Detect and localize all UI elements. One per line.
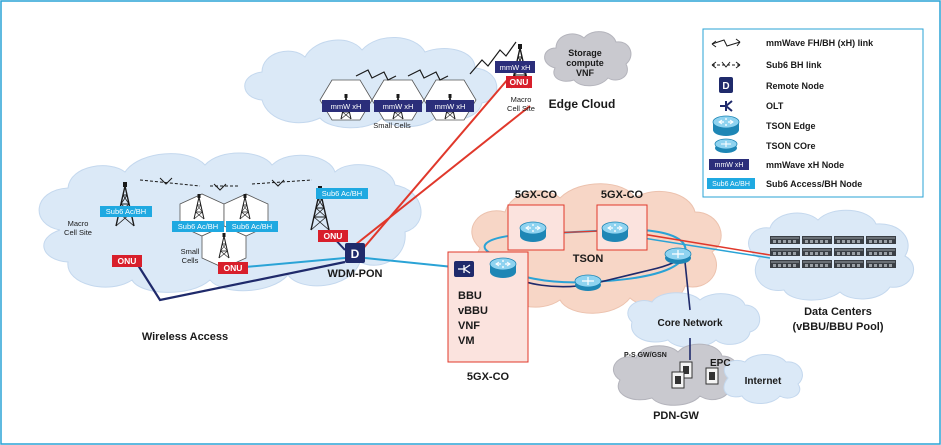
wireless-access-label: Wireless Access xyxy=(142,331,228,343)
edge-cloud-label: Edge Cloud xyxy=(549,97,616,111)
tson-core-router-1 xyxy=(574,274,602,291)
legend-label-mmw-node: mmWave xH Node xyxy=(766,160,844,170)
storage-cloud xyxy=(544,31,632,87)
svg-text:Sub6 Ac/BH: Sub6 Ac/BH xyxy=(322,189,362,198)
mmw-badge-3: mmW xH xyxy=(426,100,474,112)
legend-tson-edge-icon xyxy=(712,115,740,137)
fiber-link-red-to-macro xyxy=(354,78,509,259)
sub6-link-icon xyxy=(711,61,741,69)
svg-text:ONU: ONU xyxy=(510,77,529,87)
mmwave-links-top xyxy=(355,41,517,81)
svg-text:mmW xH: mmW xH xyxy=(331,102,362,111)
mmw-badge-2: mmW xH xyxy=(374,100,422,112)
storage-label-3: VNF xyxy=(576,68,595,78)
sub6-badge-small-1: Sub6 Ac/BH xyxy=(172,221,224,232)
svg-text:Sub6 Ac/BH: Sub6 Ac/BH xyxy=(106,207,146,216)
onu-edge: ONU xyxy=(506,76,532,88)
svg-text:mmW xH: mmW xH xyxy=(383,102,414,111)
legend-sub6-badge: Sub6 Ac/BH xyxy=(707,178,755,189)
data-centers-sub-label: (vBBU/BBU Pool) xyxy=(792,321,883,333)
legend-label-tson-core: TSON COre xyxy=(766,141,816,151)
pdn-gw-label: PDN-GW xyxy=(653,410,699,422)
legend-label-tson-edge: TSON Edge xyxy=(766,121,816,131)
svg-text:Sub6 Ac/BH: Sub6 Ac/BH xyxy=(232,222,272,231)
mmw-badge-1: mmW xH xyxy=(322,100,370,112)
legend-mmw-badge: mmW xH xyxy=(709,159,749,170)
co-bottom-label: 5GX-CO xyxy=(467,371,510,383)
fiber-link-wdm-to-olt xyxy=(364,257,464,269)
fiber-link-red-to-edge xyxy=(354,105,531,246)
vnf-label: VNF xyxy=(458,320,480,332)
dc-link-red xyxy=(629,231,771,256)
macro-left-label-2: Cell Site xyxy=(64,228,92,237)
svg-text:mmW xH: mmW xH xyxy=(435,102,466,111)
co-top-right-label: 5GX-CO xyxy=(601,189,644,201)
legend-label-mmwave-link: mmWave FH/BH (xH) link xyxy=(766,38,874,48)
tson-edge-router-1 xyxy=(519,221,547,243)
small-cells-label-2: Cells xyxy=(182,256,199,265)
olt-icon xyxy=(454,261,474,277)
tson-edge-router-2 xyxy=(601,221,629,243)
vm-label: VM xyxy=(458,335,475,347)
svg-text:Sub6 Ac/BH: Sub6 Ac/BH xyxy=(178,222,218,231)
small-cells-top-label: Small Cells xyxy=(373,121,411,130)
svg-text:D: D xyxy=(722,81,729,92)
mmw-badge-edge: mmW xH xyxy=(495,61,535,73)
co-top-left-label: 5GX-CO xyxy=(515,189,558,201)
bbu-label: BBU xyxy=(458,290,482,302)
svg-text:ONU: ONU xyxy=(224,263,243,273)
internet-label: Internet xyxy=(745,376,782,387)
legend-remote-node-icon: D xyxy=(719,77,733,93)
wdm-pon-label: WDM-PON xyxy=(328,268,383,280)
dc-link-cyan xyxy=(629,235,771,259)
core-link xyxy=(684,261,691,311)
onu-middle: ONU xyxy=(318,230,348,242)
epc-device xyxy=(705,367,719,385)
sub6-zigzags xyxy=(159,177,285,191)
storage-label-2: compute xyxy=(566,58,604,68)
mmwave-link-icon xyxy=(711,38,741,48)
legend-label-sub6-node: Sub6 Access/BH Node xyxy=(766,179,862,189)
data-centers-label: Data Centers xyxy=(804,306,872,318)
svg-text:ONU: ONU xyxy=(324,231,343,241)
svg-text:mmW xH: mmW xH xyxy=(500,63,531,72)
svg-text:Sub6 Ac/BH: Sub6 Ac/BH xyxy=(712,181,750,188)
legend-label-sub6-link: Sub6 BH link xyxy=(766,60,823,70)
epc-label: EPC xyxy=(710,358,731,369)
pgw-device-2 xyxy=(671,371,685,389)
psgw-label: P-S GW/GSN xyxy=(624,352,667,359)
vbbu-label: vBBU xyxy=(458,305,488,317)
onu-left: ONU xyxy=(112,255,142,267)
fiber-link-cyan-small xyxy=(233,257,346,269)
legend: D mmW xH Sub6 Ac/BH mmWave FH/BH (xH) li… xyxy=(702,28,924,198)
small-cells-label-1: Small xyxy=(181,247,200,256)
tson-label: TSON xyxy=(573,253,604,265)
sub6-badge-left: Sub6 Ac/BH xyxy=(100,206,152,217)
legend-label-remote-node: Remote Node xyxy=(766,81,824,91)
legend-olt-icon xyxy=(720,100,733,112)
macro-left-label-1: Macro xyxy=(68,219,89,228)
macro-edge-label-2: Cell Site xyxy=(507,104,535,113)
sub6-badge-small-2: Sub6 Ac/BH xyxy=(226,221,278,232)
legend-label-olt: OLT xyxy=(766,101,784,111)
sub6-badge-middle: Sub6 Ac/BH xyxy=(316,188,368,199)
storage-label-1: Storage xyxy=(568,48,602,58)
legend-tson-core-icon xyxy=(714,138,738,153)
fiber-link-navy xyxy=(135,260,346,302)
svg-text:ONU: ONU xyxy=(118,256,137,266)
tson-edge-router-3 xyxy=(489,257,517,279)
internet-cloud xyxy=(723,354,803,404)
macro-edge-label-1: Macro xyxy=(511,95,532,104)
svg-text:mmW xH: mmW xH xyxy=(715,162,744,169)
core-network-label: Core Network xyxy=(657,318,722,329)
remote-node-icon: D xyxy=(345,243,365,263)
onu-small: ONU xyxy=(218,262,248,274)
svg-text:D: D xyxy=(351,247,360,261)
tson-core-router-2 xyxy=(664,247,692,264)
core-network-cloud xyxy=(627,292,760,348)
